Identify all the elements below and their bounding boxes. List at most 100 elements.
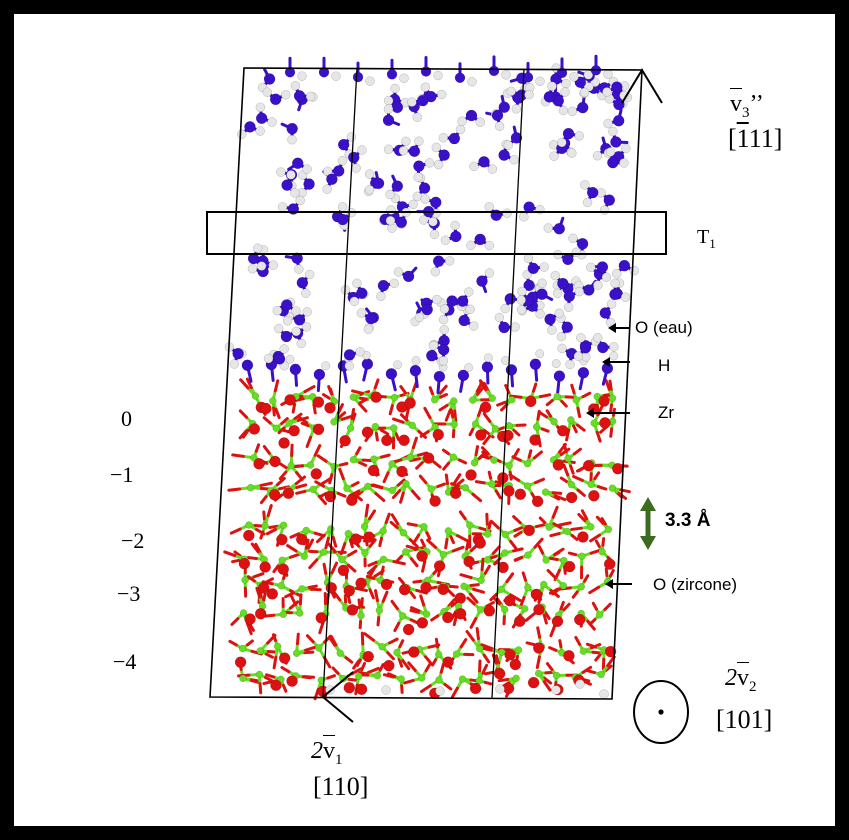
zirconium-atom: [567, 480, 576, 489]
v3-direction: [111]: [728, 124, 782, 154]
hydrogen-atom: [484, 202, 494, 212]
zirconia-oxygen-atom: [573, 613, 586, 626]
zr-o-bond-o-half: [576, 406, 582, 418]
hydrogen-atom: [444, 256, 455, 266]
zr-o-bond-o-half: [271, 633, 278, 643]
hydrogen-atom: [464, 287, 474, 297]
zr-o-bond-o-half: [381, 590, 389, 603]
hydrogen-atom: [612, 268, 622, 279]
zr-o-bond-o-half: [609, 427, 614, 438]
zr-o-bond-o-half: [238, 409, 249, 419]
zr-o-bond-o-half: [407, 661, 417, 672]
zr-o-bond-o-half: [444, 409, 452, 422]
zr-o-bond-o-half: [593, 471, 601, 481]
hydrogen-atom: [337, 155, 348, 166]
zr-o-bond-o-half: [601, 537, 606, 547]
zr-o-bond-o-half: [483, 564, 491, 575]
hydrogen-atom: [433, 70, 443, 81]
zirconia-oxygen-atom: [339, 434, 351, 447]
water-oxygen-atom: [417, 94, 429, 107]
hydrogen-atom: [609, 342, 619, 352]
hydrogen-atom: [608, 126, 618, 137]
zirconia-oxygen-atom: [531, 495, 544, 508]
zr-o-bond-o-half: [512, 547, 524, 553]
water-oxygen-atom: [418, 182, 431, 194]
hydrogen-atom: [516, 295, 526, 305]
zirconia-oxygen-atom: [380, 578, 393, 591]
zr-o-bond-o-half: [567, 551, 578, 557]
zr-o-bond-o-half: [581, 391, 592, 399]
hydrogen-atom: [285, 354, 295, 364]
zirconium-atom: [567, 416, 575, 424]
zirconium-atom: [521, 605, 529, 613]
v2-out-of-plane-symbol: [633, 680, 689, 744]
zirconium-atom: [593, 392, 602, 401]
hydrogen-atom: [511, 104, 522, 114]
v2-dot: [658, 709, 664, 715]
hydrogen-atom: [465, 304, 475, 315]
zr-o-bond-o-half: [331, 536, 338, 548]
zirconium-atom: [552, 671, 561, 680]
zr-o-bond-o-half: [239, 378, 250, 390]
v1-arrow: [321, 671, 354, 723]
zr-o-bond-o-half: [358, 461, 368, 467]
water-oxygen-atom: [255, 112, 268, 124]
water-oxygen-atom: [544, 313, 556, 326]
hydrogen-atom: [381, 685, 391, 695]
zirconia-oxygen-atom: [503, 485, 515, 497]
hydrogen-atom: [535, 76, 545, 87]
zirconia-oxygen-atom: [277, 563, 289, 575]
zirconia-oxygen-atom: [310, 468, 323, 480]
hydrogen-atom: [580, 180, 590, 190]
zirconia-oxygen-atom: [514, 615, 526, 627]
zr-o-bond-o-half: [280, 417, 289, 425]
hydrogen-atom: [356, 308, 367, 318]
zr-o-bond-o-half: [322, 562, 328, 575]
zirconium-atom: [468, 396, 477, 404]
water-oxygen-atom: [527, 262, 540, 275]
zr-o-bond-o-half: [424, 662, 432, 673]
water-oxygen-atom: [576, 101, 589, 114]
zr-o-bond-o-half: [231, 453, 245, 458]
zr-o-bond-o-half: [399, 413, 409, 422]
zr-o-bond-o-half: [357, 598, 362, 610]
zr-o-bond-o-half: [254, 443, 261, 453]
zirconia-oxygen-atom: [599, 417, 611, 429]
hydrogen-atom: [263, 353, 274, 364]
hydrogen-atom: [385, 215, 396, 226]
zr-o-bond-o-half: [494, 480, 505, 486]
zr-o-bond-o-half: [230, 617, 240, 626]
water-oxygen-atom: [446, 295, 458, 307]
zirconium-atom: [300, 552, 308, 560]
water-oxygen-atom: [529, 358, 542, 370]
zr-o-bond-o-half: [513, 530, 523, 538]
zirconia-oxygen-atom: [422, 452, 435, 464]
zr-o-bond-o-half: [452, 473, 462, 485]
zr-o-bond-o-half: [533, 477, 545, 485]
zr-o-bond-o-half: [419, 594, 426, 607]
v3-vector: v: [730, 88, 742, 118]
hydrogen-atom: [291, 326, 301, 337]
zr-o-bond-o-half: [572, 424, 578, 434]
zr-o-bond-o-half: [480, 643, 494, 651]
zirconium-atom: [450, 420, 458, 429]
zr-o-bond-o-half: [231, 558, 241, 564]
zirconia-oxygen-atom: [475, 429, 487, 441]
zirconia-oxygen-atom: [343, 681, 356, 694]
zirconium-atom: [241, 576, 249, 584]
zirconium-atom: [361, 549, 369, 557]
zr-o-bond-o-half: [228, 639, 238, 647]
zirconia-oxygen-atom: [268, 488, 281, 501]
water-oxygen-atom: [426, 349, 438, 362]
zr-o-bond-o-half: [544, 611, 551, 620]
zr-o-bond-o-half: [368, 588, 375, 600]
zirconium-atom: [435, 676, 443, 684]
zirconium-atom: [418, 674, 426, 682]
zr-o-bond-o-half: [569, 464, 575, 475]
hydrogen-atom: [398, 145, 409, 156]
zirconium-atom: [246, 483, 255, 492]
v1-symbol: v: [323, 738, 335, 764]
zirconium-atom: [330, 462, 338, 471]
zirconium-atom: [379, 555, 388, 564]
zr-o-bond-o-half: [447, 589, 456, 598]
